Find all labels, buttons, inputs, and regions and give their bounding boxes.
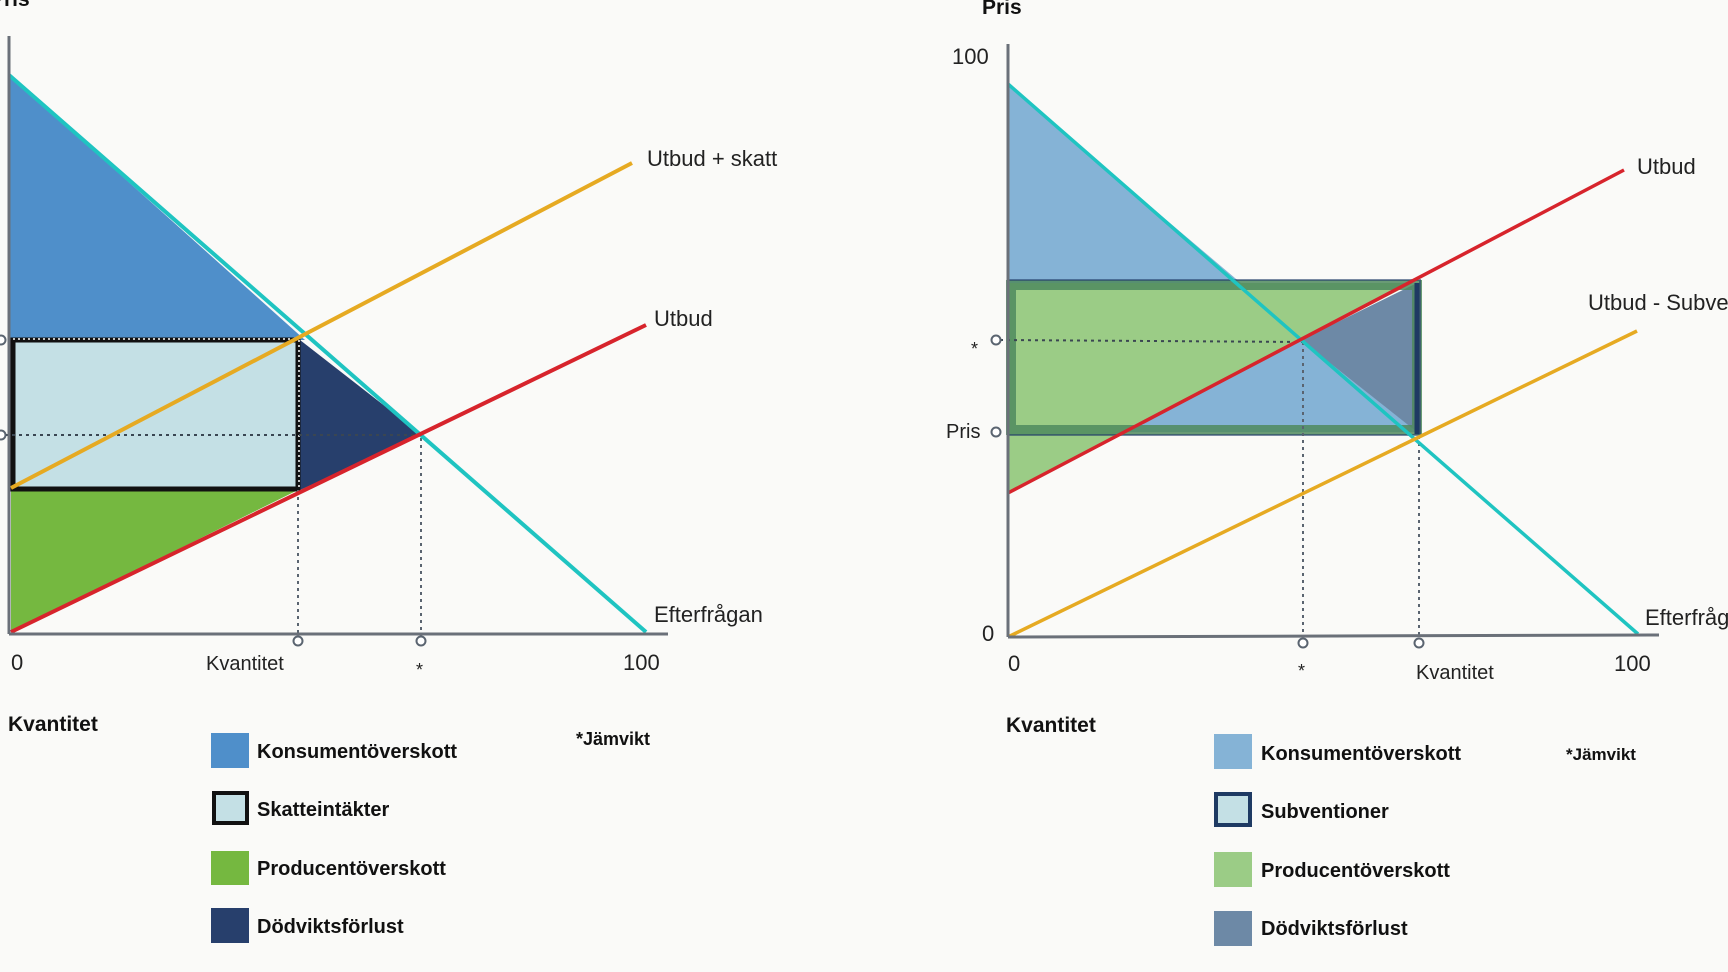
supply-minus-subsidy-curve bbox=[1007, 329, 1638, 639]
tick-marker bbox=[990, 334, 1002, 346]
y-axis-title: Pris bbox=[982, 0, 1022, 19]
x-axis-title: Kvantitet bbox=[8, 713, 98, 736]
deadweight-loss-area bbox=[1301, 283, 1417, 432]
legend-label: Skatteintäkter bbox=[257, 799, 389, 821]
supply-curve bbox=[10, 323, 647, 634]
tick-marker bbox=[0, 429, 7, 441]
legend-swatch bbox=[1214, 734, 1252, 769]
legend-swatch bbox=[211, 851, 249, 885]
legend-swatch bbox=[1214, 852, 1252, 887]
tick-marker bbox=[0, 334, 7, 346]
legend-swatch bbox=[211, 908, 249, 943]
demand-label: Efterfrågan bbox=[1645, 605, 1728, 630]
supply-label: Utbud bbox=[654, 306, 713, 331]
x-axis bbox=[1007, 633, 1660, 639]
tick-marker bbox=[1297, 637, 1309, 649]
deadweight-loss-area bbox=[300, 340, 422, 490]
legend: Konsumentöverskott Subventioner Producen… bbox=[1214, 734, 1461, 946]
tick-marker bbox=[1413, 637, 1425, 649]
legend-label: Producentöverskott bbox=[1261, 860, 1450, 882]
y-tick-zero: 0 bbox=[982, 621, 994, 646]
legend-swatch bbox=[211, 733, 249, 768]
supply-plus-tax-curve bbox=[10, 161, 633, 490]
subsidy-diagram: Pris 100 0 0 100 * Pris * Kvantitet Utbu… bbox=[946, 0, 1728, 946]
tick-marker bbox=[292, 635, 304, 647]
y-tick-price: Pris bbox=[946, 421, 980, 443]
legend: Konsumentöverskott Skatteintäkter Produc… bbox=[211, 733, 457, 943]
tick-marker bbox=[990, 426, 1002, 438]
supply-minus-subsidy-label: Utbud - Subvention bbox=[1588, 290, 1728, 315]
demand-curve bbox=[1006, 82, 1640, 636]
x-tick-equilibrium: * bbox=[1298, 661, 1305, 681]
supply-label: Utbud bbox=[1637, 154, 1696, 179]
demand-curve bbox=[7, 73, 648, 634]
legend-label: Konsumentöverskott bbox=[257, 741, 457, 763]
legend-label: Subventioner bbox=[1261, 801, 1389, 823]
legend-label: Dödviktsförlust bbox=[1261, 918, 1408, 940]
x-tick-hundred: 100 bbox=[623, 650, 660, 675]
demand-label: Efterfrågan bbox=[654, 602, 763, 627]
y-tick-top: 100 bbox=[952, 44, 989, 69]
x-tick-quantity: Kvantitet bbox=[1416, 662, 1494, 684]
legend-swatch bbox=[1214, 911, 1252, 946]
legend-label: Dödviktsförlust bbox=[257, 916, 404, 938]
supply-curve bbox=[1007, 168, 1625, 495]
x-tick-zero: 0 bbox=[11, 650, 23, 675]
tick-marker bbox=[415, 635, 427, 647]
x-tick-quantity: Kvantitet bbox=[206, 653, 284, 675]
supply-plus-tax-label: Utbud + skatt bbox=[647, 146, 777, 171]
tax-diagram: Pris 0 100 Kvantitet * Utbud + skatt Utb… bbox=[0, 0, 777, 943]
legend-label: Konsumentöverskott bbox=[1261, 743, 1461, 765]
legend-swatch bbox=[212, 791, 249, 825]
x-tick-zero: 0 bbox=[1008, 651, 1020, 676]
tax-revenue-border bbox=[10, 337, 301, 492]
x-tick-equilibrium: * bbox=[416, 660, 423, 680]
legend-label: Producentöverskott bbox=[257, 858, 446, 880]
equilibrium-price-guide bbox=[999, 339, 1304, 343]
y-axis-title: Pris bbox=[0, 0, 30, 11]
legend-swatch bbox=[1214, 792, 1252, 827]
y-tick-equilibrium: * bbox=[971, 339, 978, 359]
equilibrium-note: *Jämvikt bbox=[1566, 745, 1636, 764]
equilibrium-note: *Jämvikt bbox=[576, 729, 650, 749]
x-tick-hundred: 100 bbox=[1614, 651, 1651, 676]
x-axis-title: Kvantitet bbox=[1006, 714, 1096, 737]
